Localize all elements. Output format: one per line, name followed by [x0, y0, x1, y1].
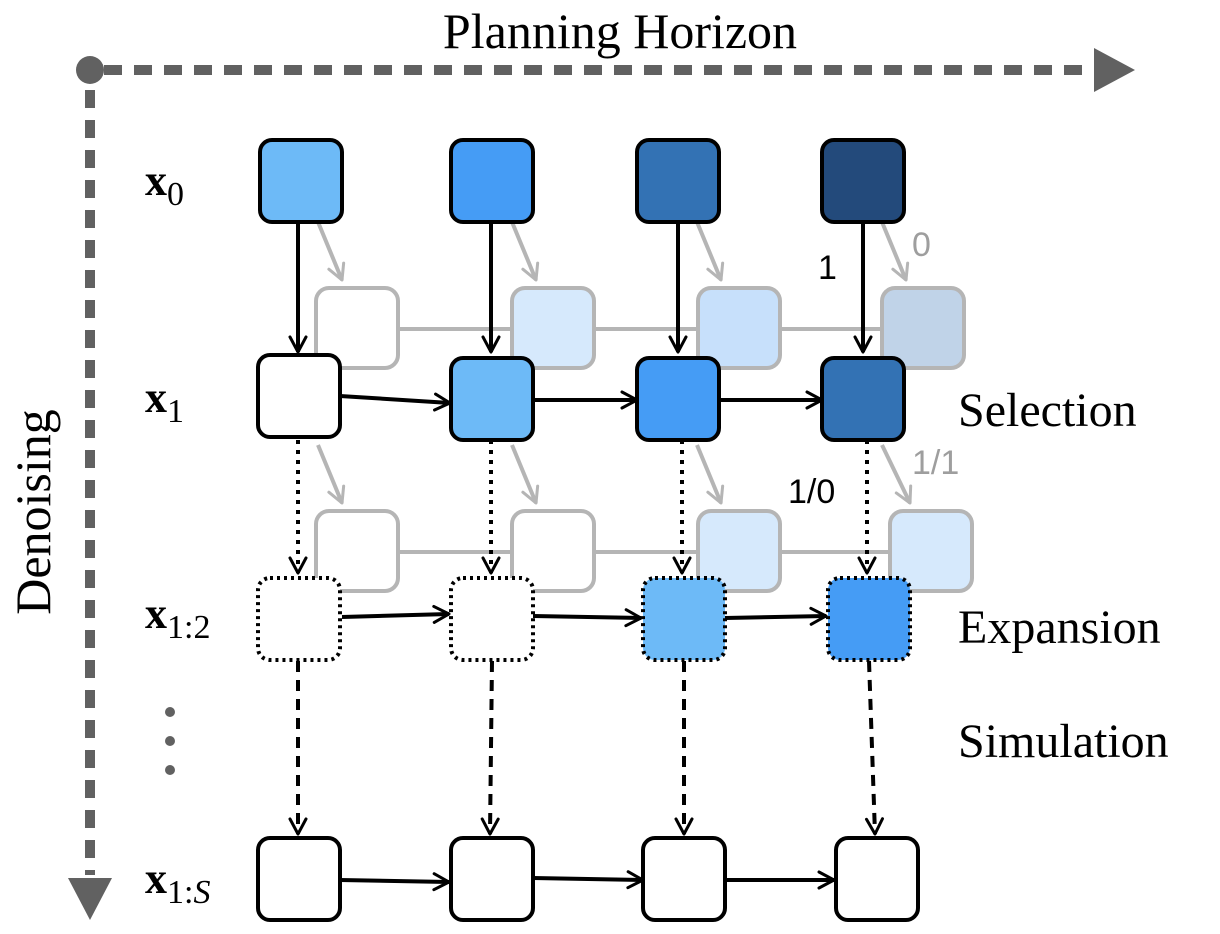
- horizon-arrow-x1: [339, 392, 452, 412]
- simulate-arrows-x12-xS: [288, 660, 884, 836]
- denoise-arrows-x0-x1: [288, 220, 873, 354]
- edge-label-front-top: 1: [818, 249, 837, 287]
- node-x12-4: [826, 576, 912, 662]
- horizon-arrow-x12: [341, 604, 451, 624]
- node-x12-2: [449, 576, 535, 662]
- simulate-arrow: [864, 660, 884, 836]
- row-labels: x0 x1 x1:2 x1:S: [145, 156, 210, 911]
- horizon-arrow-x12: [724, 606, 828, 626]
- horizontal-axis-arrowhead: [1094, 48, 1135, 92]
- node-x1-4: [820, 356, 906, 442]
- expand-arrows-x1-x12: [288, 440, 877, 575]
- ghost-node-1-c: [696, 286, 782, 370]
- node-x1-2: [449, 356, 535, 442]
- ellipsis: [165, 707, 175, 775]
- ghost-node-1-a: [314, 286, 400, 370]
- ghost-node-1-b: [510, 286, 596, 370]
- node-xS-4: [834, 836, 920, 922]
- ghost-arrow: [880, 444, 913, 505]
- node-x1-3: [635, 356, 721, 442]
- node-xS-3: [641, 836, 727, 922]
- ghost-arrow: [510, 444, 540, 505]
- stage-label-expansion: Expansion: [958, 601, 1161, 654]
- ellipsis-dot: [165, 765, 175, 775]
- stage-labels: Selection Expansion Simulation: [958, 384, 1169, 768]
- ghost-node-2-b: [510, 509, 596, 593]
- node-xS-1: [256, 836, 342, 922]
- ghost-layer-1: [314, 221, 966, 370]
- ghost-arrow: [510, 221, 540, 282]
- ghost-arrow: [695, 221, 725, 282]
- horizontal-axis-label: Planning Horizon: [443, 3, 797, 59]
- ghost-layer-2: [314, 444, 974, 593]
- ellipsis-dot: [165, 736, 175, 746]
- stage-label-simulation: Simulation: [958, 715, 1169, 768]
- axis-origin-dot: [76, 56, 104, 84]
- nodes-x12: [256, 576, 912, 662]
- ghost-node-2-d: [888, 509, 974, 593]
- edge-label-back-mid: 1/1: [912, 444, 959, 482]
- node-x0-2: [449, 138, 535, 224]
- ghost-node-2-c: [696, 509, 782, 593]
- vertical-axis-arrowhead: [68, 878, 112, 920]
- edge-labels: 1 0 1/0 1/1: [788, 226, 959, 511]
- nodes-x0: [258, 138, 906, 224]
- nodes-x1: [256, 353, 906, 442]
- vertical-axis-label: Denoising: [5, 409, 61, 615]
- node-x0-1: [258, 138, 344, 224]
- ghost-arrow: [695, 444, 725, 505]
- node-x12-3: [641, 576, 727, 662]
- stage-label-selection: Selection: [958, 384, 1137, 437]
- horizon-arrow-xS: [339, 872, 451, 892]
- row-label-x0: x0: [145, 156, 184, 213]
- nodes-xS: [256, 836, 920, 922]
- node-x0-4: [820, 138, 906, 224]
- axes: Planning Horizon Denoising: [5, 3, 1135, 920]
- node-x0-3: [635, 138, 721, 224]
- ghost-node-2-a: [314, 509, 400, 593]
- horizon-arrow-x12: [532, 608, 643, 628]
- node-x12-1: [256, 576, 342, 662]
- node-x1-1: [256, 353, 342, 439]
- ellipsis-dot: [165, 707, 175, 717]
- ghost-node-1-d: [880, 286, 966, 370]
- horizon-arrow-xS: [532, 870, 645, 890]
- ghost-arrow: [880, 221, 910, 282]
- ghost-arrow: [316, 444, 346, 505]
- ghost-arrow: [316, 221, 346, 282]
- edge-label-front-mid: 1/0: [788, 473, 835, 511]
- simulate-arrow: [480, 660, 500, 836]
- row-label-x1-2: x1:2: [145, 589, 210, 646]
- edge-label-back-top: 0: [912, 226, 931, 264]
- node-xS-2: [449, 836, 535, 922]
- row-label-x1-S: x1:S: [145, 854, 210, 911]
- row-label-x1: x1: [145, 373, 184, 430]
- horizon-arrows: [339, 390, 836, 892]
